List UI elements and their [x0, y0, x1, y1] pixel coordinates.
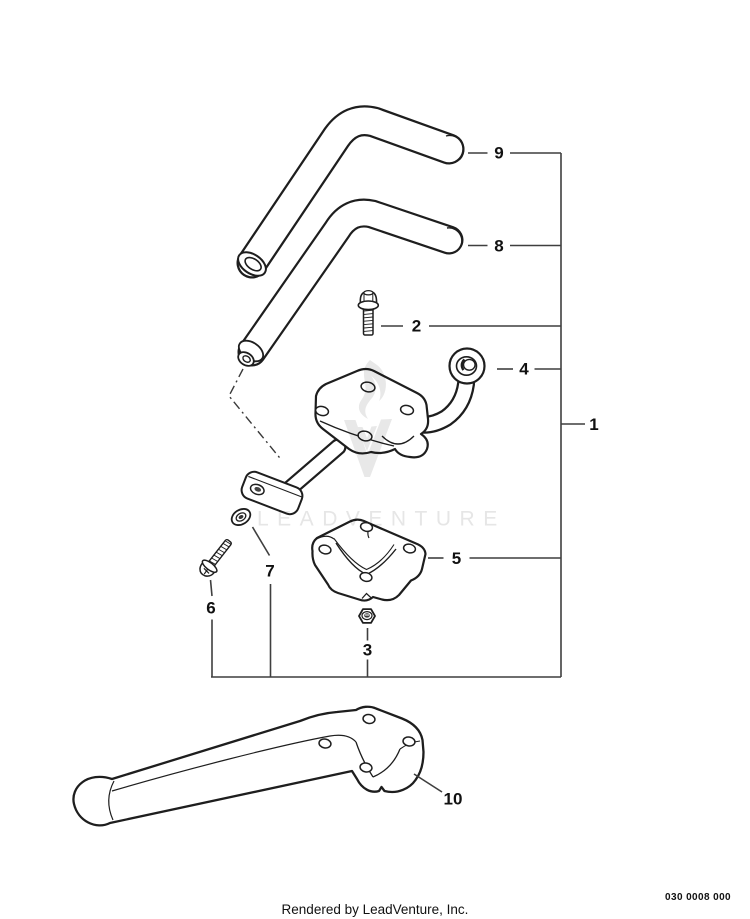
callout-10: 10	[444, 790, 463, 809]
callout-2: 2	[412, 317, 421, 336]
rendered-by-text: Rendered by LeadVenture, Inc.	[282, 902, 469, 917]
part-lever-10	[72, 705, 425, 827]
part-handle-tube-8	[237, 198, 464, 367]
callout-1: 1	[589, 415, 598, 434]
callout-layer: 9 8 2 4 1 5 6 7 3 10	[206, 144, 598, 809]
callout-9: 9	[494, 144, 503, 163]
document-code: 030 0008 000	[665, 892, 731, 903]
part-nut-3	[358, 608, 376, 624]
callout-4: 4	[519, 360, 529, 379]
callout-7: 7	[265, 562, 274, 581]
callout-8: 8	[494, 237, 503, 256]
leadventure-watermark-text: LEADVENTURE	[257, 508, 506, 531]
part-handle-tube-9	[236, 105, 465, 279]
part-washer-7	[230, 508, 252, 526]
callout-3: 3	[363, 641, 372, 660]
part-bolt-2	[357, 290, 380, 336]
part-clamp-5	[311, 518, 427, 602]
leadventure-flame-icon	[344, 360, 392, 477]
leader-lines	[209, 152, 585, 793]
assembly-centerline	[228, 368, 283, 461]
parts-layer	[72, 105, 486, 827]
callout-6: 6	[206, 599, 215, 618]
callout-5: 5	[452, 549, 461, 568]
watermark-layer: LEADVENTURE	[257, 360, 506, 531]
part-bracket-4	[240, 347, 486, 516]
part-screw-6	[199, 538, 232, 577]
footer: 030 0008 000 Rendered by LeadVenture, In…	[282, 892, 731, 917]
